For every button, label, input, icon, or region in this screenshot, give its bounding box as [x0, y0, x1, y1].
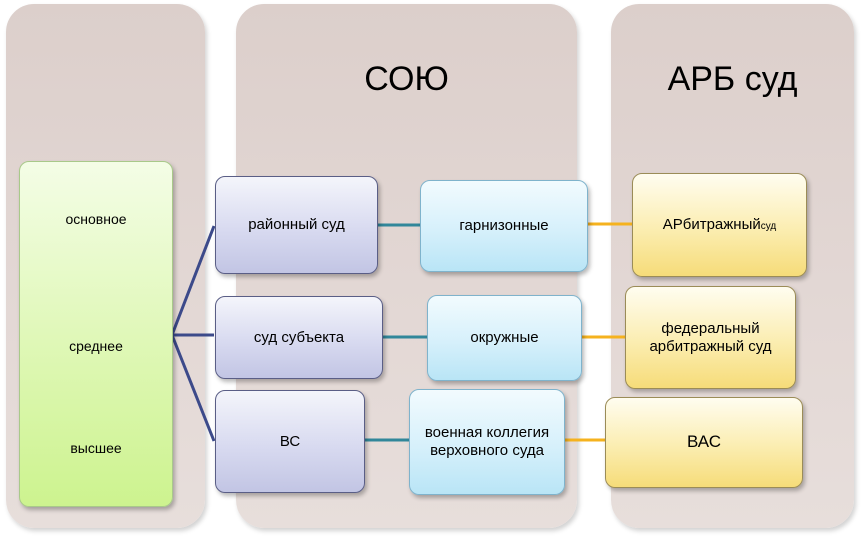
supreme-court-label: ВС [279, 432, 301, 450]
arbitration-court-small-text: суд [760, 221, 777, 232]
supreme-court-box: ВС [215, 390, 365, 493]
district-military-court-label: окружные [470, 329, 539, 346]
branch-line-top [170, 225, 216, 336]
subject-court-box: суд субъекта [215, 296, 383, 379]
district-court-label: районный суд [248, 216, 345, 233]
branch-line-bottom [170, 334, 216, 442]
level-highest: высшее [70, 440, 122, 456]
level-middle: среднее [69, 338, 123, 354]
arbitration-court-box: АРбитражныйсуд [632, 173, 807, 277]
arbitration-court-label: АРбитражныйсуд [663, 216, 777, 234]
vas-box: ВАС [605, 397, 803, 488]
arbitration-court-main-text: АРбитражный [662, 216, 761, 233]
subject-court-label: суд субъекта [253, 328, 345, 346]
federal-arbitration-court-box: федеральный арбитражный суд [625, 286, 796, 389]
arb-title: АРБ суд [667, 60, 798, 98]
soyu-title: СОЮ [364, 60, 449, 98]
vas-label: ВАС [686, 432, 722, 452]
garrison-court-label: гарнизонные [459, 217, 549, 234]
military-board-box: военная коллегия верховного суда [409, 389, 565, 495]
garrison-court-box: гарнизонные [420, 180, 588, 272]
district-court-box: районный суд [215, 176, 378, 274]
district-military-court-box: окружные [427, 295, 582, 381]
levels-box: основное среднее высшее [19, 161, 173, 507]
federal-arbitration-court-label: федеральный арбитражный суд [649, 319, 772, 355]
military-board-label: военная коллегия верховного суда [424, 424, 550, 459]
level-basic: основное [65, 211, 127, 227]
